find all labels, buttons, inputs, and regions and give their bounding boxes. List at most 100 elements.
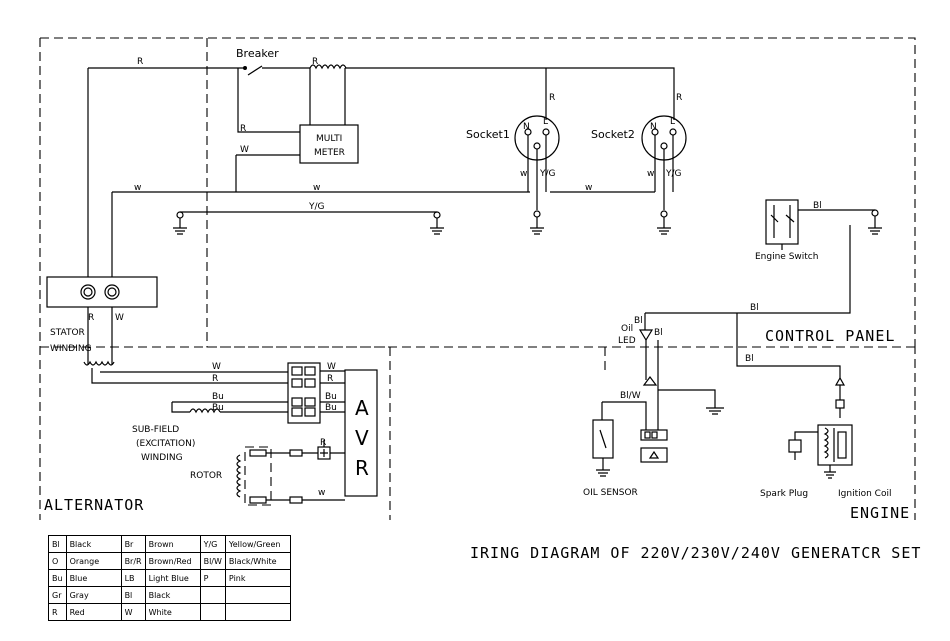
alternator-boundary [40,346,391,520]
wire-label: Bl [634,316,643,326]
wire-label: w [520,169,527,179]
wire-label: w [318,488,325,498]
legend-code: R [48,603,67,621]
wire-label: Bu [212,403,224,413]
wire-label: R [549,93,555,103]
wire-label: Bu [325,392,337,402]
outer-boundary [40,37,916,345]
wire-label: R [88,313,94,323]
legend-code: P [199,569,226,587]
wire-label: Y/G [308,202,325,212]
wire-label: R [137,57,143,67]
meter-coil [309,64,347,70]
legend-code: Bl [48,535,67,553]
legend-color: Light Blue [144,569,201,587]
stator-label-1: STATOR [50,328,85,338]
legend-color: Brown [144,535,201,553]
wire-label: R [327,374,333,384]
wire-label: R [240,124,246,134]
ignition-coil-box [817,424,853,466]
socket2-n: N [650,122,657,132]
wire-label: W [327,362,336,372]
subfield-label-3: WINDING [141,453,183,463]
legend-code: Bl [120,586,146,604]
legend-color: Red [65,603,122,621]
legend-color [224,603,291,621]
breaker-label: Breaker [236,47,279,60]
control-panel-boundary [206,38,915,348]
oil-led [638,329,654,342]
legend-color: Orange [65,552,122,570]
wire-label: Bu [212,392,224,402]
legend-color: Black [65,535,122,553]
legend-color: Black [144,586,201,604]
engine-switch-label: Engine Switch [755,252,818,262]
legend-code: W [120,603,146,621]
socket2-l: L [670,117,675,127]
wire-label: R [312,57,318,67]
wire-label: W [115,313,124,323]
oil-sensor-label: OIL SENSOR [583,488,638,498]
legend-code: Bl/W [199,552,226,570]
legend-color: Brown/Red [144,552,201,570]
legend-color: Yellow/Green [224,535,291,553]
wire-label: Bl [745,354,754,364]
multimeter-label-1: MULTI [316,134,342,144]
stator-coil [83,360,115,366]
oil-led-label-1: Oil [621,324,633,334]
legend-color: Pink [224,569,291,587]
legend-code: Br [120,535,146,553]
subfield-label-1: SUB-FIELD [132,425,179,435]
legend-color: White [144,603,201,621]
wire-label: W [212,362,221,372]
socket2-label: Socket2 [591,128,635,141]
wire-label: Y/G [665,169,682,179]
spark-plug [788,439,802,453]
engine-label: ENGINE [850,504,910,522]
subfield-coil [189,408,221,414]
avr-letter-v: V [355,426,369,450]
wire-label: w [134,183,141,193]
avr-letter-a: A [355,396,369,420]
wire-label: W [240,145,249,155]
socket1-n: N [523,122,530,132]
legend-code: Bu [48,569,67,587]
legend-code [199,603,226,621]
oil-led-label-2: LED [618,336,636,346]
spark-plug-label: Spark Plug [760,489,808,499]
legend-color: Blue [65,569,122,587]
alternator-label: ALTERNATOR [44,496,144,514]
socket1-label: Socket1 [466,128,510,141]
wire-label: R [212,374,218,384]
avr-letter-r: R [355,456,369,480]
wire-label: Bl [750,303,759,313]
wire-label: Bl [813,201,822,211]
multimeter-label-2: METER [314,148,345,158]
multi-meter-box [299,124,359,164]
wire-label: Y/G [539,169,556,179]
wire-label: Bl [654,328,663,338]
legend-color [224,586,291,604]
engine-switch-box [765,199,799,245]
legend-code: Y/G [199,535,226,553]
legend-code [199,586,226,604]
wire-label: w [647,169,654,179]
legend-code: O [48,552,67,570]
wire-label: w [585,183,592,193]
control-panel-label: CONTROL PANEL [765,327,895,345]
wire-label: R [320,438,326,448]
wire-label: Bl/W [620,391,641,401]
legend-code: Gr [48,586,67,604]
avr-box [344,369,378,497]
wire-label: R [676,93,682,103]
diagram-title: IRING DIAGRAM OF 220V/230V/240V GENERATC… [470,544,921,562]
stator-label-2: WINDING [50,344,92,354]
socket1-l: L [543,117,548,127]
rotor-label: ROTOR [190,471,222,481]
